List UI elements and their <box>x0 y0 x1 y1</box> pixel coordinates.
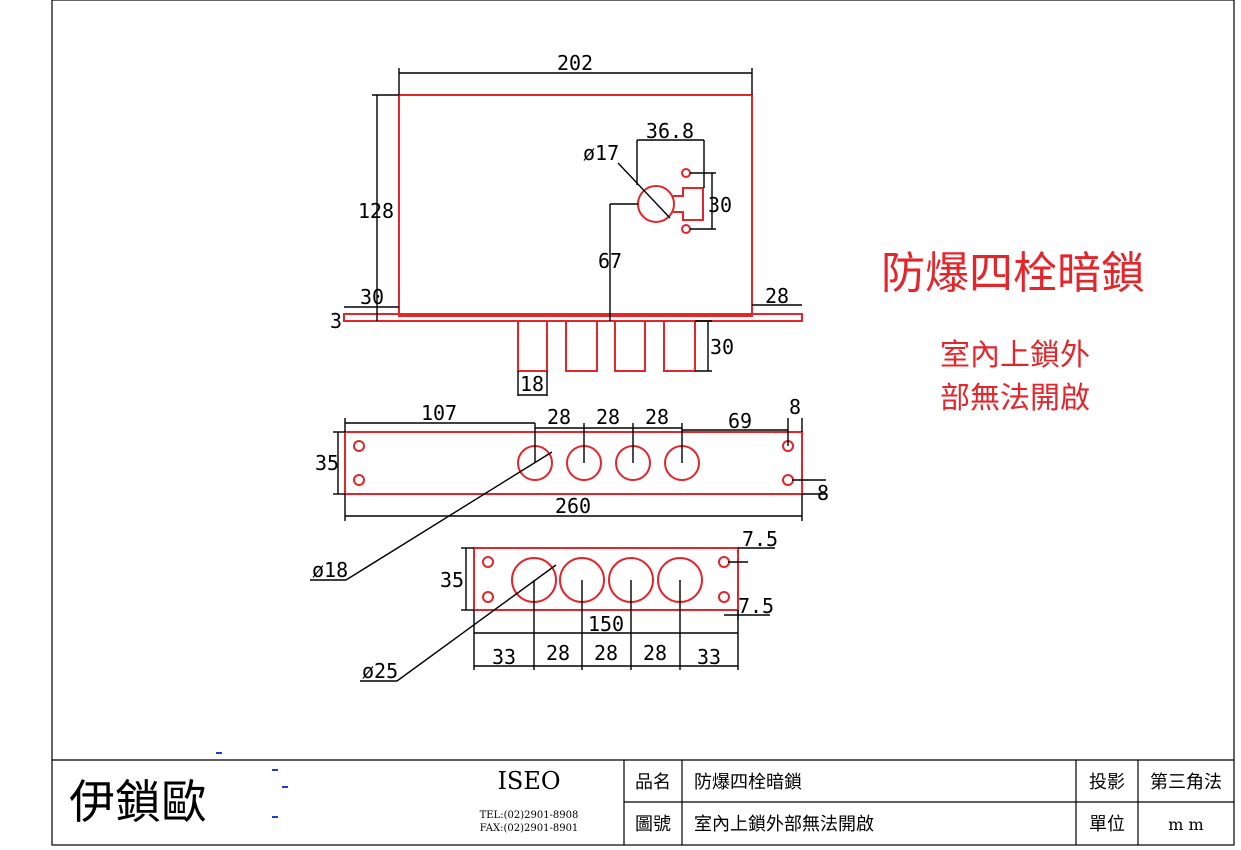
dim-bolt-length: 30 <box>710 335 734 359</box>
bolt-4 <box>663 321 696 372</box>
label-drawing-no: 圖號 <box>635 814 671 835</box>
dim-p2-a: 33 <box>492 645 516 669</box>
fax-number: FAX:(02)2901-8901 <box>480 823 579 834</box>
label-product-name: 品名 <box>635 772 671 793</box>
dim-height-128: 128 <box>358 199 394 223</box>
bolt-2 <box>565 321 598 372</box>
value-drawing-no: 室內上鎖外部無法開啟 <box>694 814 874 835</box>
dim-plate-offset: 107 <box>421 401 457 425</box>
dim-pitch-3: 28 <box>645 405 669 429</box>
dim-hole-spacing: 36.8 <box>646 119 694 143</box>
bottom-screw-hole <box>681 224 691 234</box>
company-logo-text: 伊鎖歐 <box>69 775 207 829</box>
plate-view-1: 107 28 28 28 69 8 8 35 260 ø18 <box>310 395 829 582</box>
dim-p2-e: 33 <box>697 645 721 669</box>
value-unit: m m <box>1168 815 1203 834</box>
dim-bolt-width: 18 <box>520 372 544 396</box>
title-block: 伊鎖歐 ISEO TEL:(02)2901-8908 FAX:(02)2901-… <box>52 752 1234 845</box>
dim-plate2-height: 35 <box>440 568 464 592</box>
dim-right-flange: 28 <box>765 284 789 308</box>
dim-hole-offset: 30 <box>708 193 732 217</box>
dim-plate-length: 260 <box>555 494 591 518</box>
label-projection: 投影 <box>1089 772 1125 793</box>
dim-p2-hole-dia: ø25 <box>362 659 398 683</box>
drawing-title: 防爆四栓暗鎖 <box>881 248 1145 299</box>
dim-pitch-1: 28 <box>547 405 571 429</box>
plate-1-outline <box>344 431 803 495</box>
dim-p2-edge-bottom: 7.5 <box>738 594 774 618</box>
dim-keyhole-dia: ø17 <box>583 141 619 165</box>
sheet-border <box>51 0 1235 846</box>
drawing-subtitle-2: 部無法開啟 <box>940 381 1090 416</box>
dim-pitch-2: 28 <box>596 405 620 429</box>
flange-plate <box>343 313 803 322</box>
value-product-name: 防爆四栓暗鎖 <box>694 772 802 793</box>
bolt-1 <box>517 321 548 372</box>
dim-p2-d: 28 <box>643 641 667 665</box>
dim-bolt-dia: ø18 <box>312 558 348 582</box>
dim-edge-top: 8 <box>789 395 801 419</box>
keyhole-slot <box>672 187 704 221</box>
plate-view-2: 35 7.5 7.5 150 33 28 28 28 33 ø25 <box>360 527 778 683</box>
value-projection: 第三角法 <box>1150 772 1222 793</box>
bolt-3 <box>614 321 646 372</box>
dim-p2-b: 28 <box>546 641 570 665</box>
plate-2-outline <box>473 547 739 611</box>
dim-right-offset: 69 <box>728 409 752 433</box>
dim-edge-bottom: 8 <box>817 481 829 505</box>
top-view: 202 128 36.8 ø17 30 67 30 3 28 30 18 <box>330 51 803 396</box>
lock-body-outline <box>398 94 753 317</box>
dim-left-flange: 30 <box>360 285 384 309</box>
dim-p2-edge-top: 7.5 <box>742 527 778 551</box>
dim-flange-thick: 3 <box>330 309 342 333</box>
dim-center-height: 67 <box>598 249 622 273</box>
dim-plate-height: 35 <box>315 451 339 475</box>
top-screw-hole <box>681 168 691 178</box>
drawing-subtitle-1: 室內上鎖外 <box>940 338 1090 373</box>
dim-p2-length: 150 <box>588 612 624 636</box>
tel-number: TEL:(02)2901-8908 <box>480 810 579 821</box>
label-unit: 單位 <box>1089 814 1125 835</box>
brand-name: ISEO <box>497 767 560 795</box>
dim-width-202: 202 <box>557 51 593 75</box>
dim-p2-c: 28 <box>594 641 618 665</box>
